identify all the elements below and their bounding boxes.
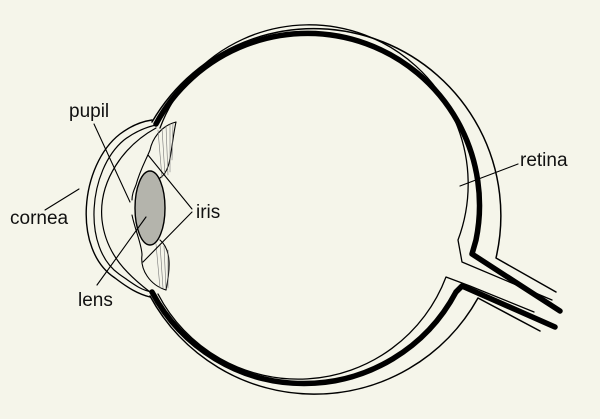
iris-leader-lower [142,211,193,263]
label-iris: iris [196,202,220,223]
ciliary-upper [131,121,177,201]
lens-leader [96,216,147,286]
choroid-lower [149,283,558,387]
sclera-outer-lower [149,295,541,395]
label-lens: lens [78,290,113,311]
retina-inner-lower [157,276,535,380]
iris-hatching [155,122,174,290]
anterior-chamber [101,127,157,293]
choroid-upper [153,30,563,314]
cornea-outer [85,119,153,298]
lens-shape [134,170,166,246]
label-retina: retina [520,150,568,171]
retina-leader [459,163,519,187]
pupil-leader [93,123,131,203]
ciliary-lower [131,214,167,291]
iris-leader-upper [147,154,193,210]
cornea-leader [44,188,80,211]
sclera-outer-upper [151,27,557,293]
label-pupil: pupil [69,101,109,122]
cornea-inner [93,124,157,293]
retina-inner-upper [159,24,553,301]
label-cornea: cornea [10,208,69,229]
